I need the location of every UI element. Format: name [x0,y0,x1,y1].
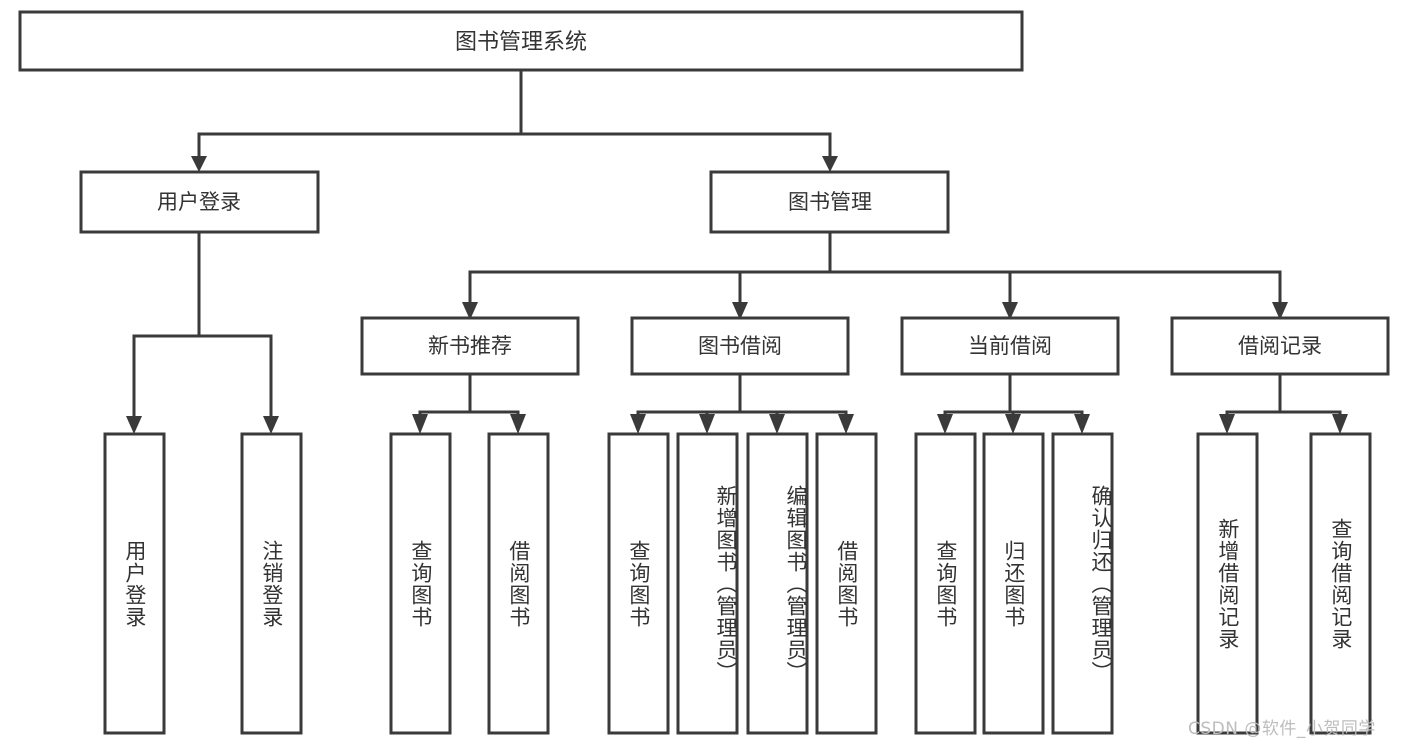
node-book-borrow-box[interactable] [630,316,850,376]
node-book-manage[interactable]: 图书管理 [709,170,950,234]
leaf-box-borrow-book-2[interactable] [815,432,878,735]
arrow-nbr-c1 [412,414,428,434]
node-book-borrow[interactable]: 图书借阅 [630,316,850,376]
node-current-borrow-box[interactable] [900,316,1120,376]
arrow-bm-c3 [1002,302,1018,320]
arrow-cb-c3 [1074,414,1090,434]
node-new-book-recommend-box[interactable] [360,316,580,376]
arrow-bm-c1 [462,302,478,320]
arrow-br-c1 [1219,414,1235,434]
leaf-box-query-book-3[interactable] [914,432,977,735]
leaf-box-user-login[interactable] [103,432,166,735]
node-user-login[interactable]: 用户登录 [79,170,320,234]
arrow-br-c2 [1332,414,1348,434]
node-user-login-label: 用户登录 [157,190,241,214]
arrow-bb-c2 [699,414,715,434]
leaf-box-add-book[interactable] [676,432,739,735]
node-user-login-box[interactable] [79,170,320,234]
leaf-box-query-book-2[interactable] [607,432,670,735]
node-current-borrow[interactable]: 当前借阅 [900,316,1120,376]
node-root-label: 图书管理系统 [455,30,587,55]
csdn-watermark: CSDN @软件_小贺同学 [1188,719,1376,739]
connector-group [126,68,1348,434]
node-book-manage-box[interactable] [709,170,950,234]
node-current-borrow-label: 当前借阅 [968,334,1052,358]
node-new-book-recommend[interactable]: 新书推荐 [360,316,580,376]
node-root-box[interactable] [18,10,1024,72]
arrow-root-to-user-login [191,156,207,172]
arrow-bb-c3 [769,414,785,434]
arrow-bb-c4 [838,414,854,434]
leaf-box-borrow-book-1[interactable] [487,432,550,735]
node-borrow-record[interactable]: 借阅记录 [1170,316,1390,376]
node-borrow-record-box[interactable] [1170,316,1390,376]
arrow-cb-c2 [1005,414,1021,434]
arrow-bb-c1 [630,414,646,434]
arrow-root-to-book-manage [822,156,838,172]
leaf-box-add-record[interactable] [1196,432,1259,735]
node-book-borrow-label: 图书借阅 [698,334,782,358]
node-borrow-record-label: 借阅记录 [1238,334,1322,358]
leaf-box-edit-book[interactable] [746,432,809,735]
node-book-manage-label: 图书管理 [788,190,872,214]
arrow-bm-c4 [1272,302,1288,320]
arrow-cb-c1 [937,414,953,434]
leaf-box-query-book-1[interactable] [389,432,452,735]
leaf-box-confirm-return[interactable] [1051,432,1114,735]
arrow-ul-c1 [126,416,142,434]
leaf-box-return-book[interactable] [982,432,1045,735]
node-new-book-recommend-label: 新书推荐 [428,334,512,358]
arrow-ul-c2 [263,416,279,434]
arrow-bm-c2 [732,302,748,320]
node-root[interactable]: 图书管理系统 [18,10,1024,72]
leaf-box-user-logout[interactable] [240,432,303,735]
leaf-box-query-record[interactable] [1309,432,1372,735]
arrow-nbr-c2 [510,414,526,434]
